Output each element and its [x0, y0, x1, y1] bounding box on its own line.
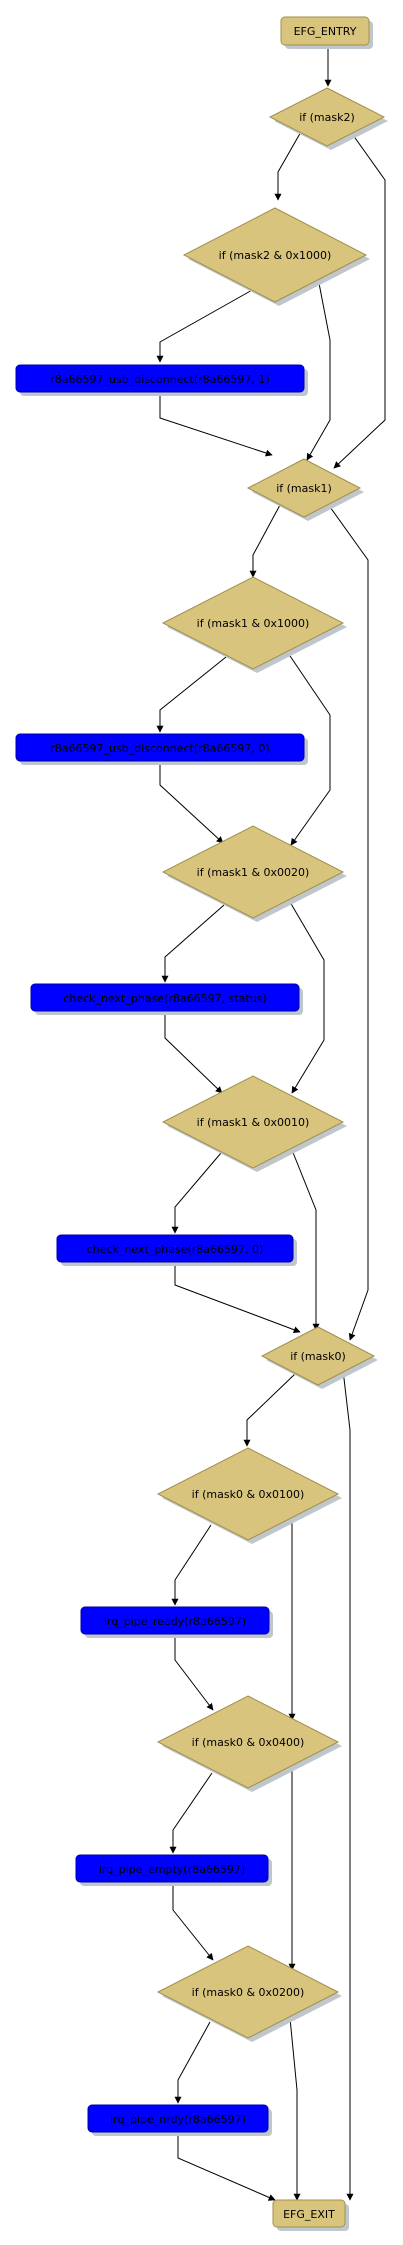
node-irq-pipe-ready-label: irq_pipe_ready(r8a66597)	[104, 1615, 246, 1628]
node-exit: EFG_EXIT	[272, 2199, 349, 2231]
node-exit-label: EFG_EXIT	[283, 2208, 335, 2221]
node-usb-disconnect-0[interactable]: r8a66597_usb_disconnect(r8a66597, 0)	[15, 733, 308, 765]
edge-check-0-to-mask0	[174, 1265, 301, 1334]
edge-check-status-to-mask1-0010	[164, 1013, 223, 1094]
edge-mask2-to-mask1	[333, 127, 386, 469]
node-if-mask2-label: if (mask2)	[299, 111, 355, 124]
edge-pipe-ready-to-mask0-0400	[174, 1636, 214, 1711]
node-check-next-phase-status-label: check_next_phase(r8a66597, status)	[63, 992, 266, 1005]
node-entry: EFG_ENTRY	[280, 16, 373, 49]
node-if-mask1-0010-label: if (mask1 & 0x0010)	[197, 1116, 310, 1129]
node-usb-disconnect-1[interactable]: r8a66597_usb_disconnect(r8a66597, 1)	[15, 364, 308, 396]
edge-pipe-empty-to-mask0-0200	[172, 1885, 214, 1961]
edge-mask1-to-mask0	[324, 499, 369, 1341]
node-if-mask2: if (mask2)	[268, 87, 388, 150]
edges	[156, 48, 386, 2201]
edge-disconnect0-to-mask1-0020	[159, 762, 224, 844]
node-if-mask1-0010: if (mask1 & 0x0010)	[161, 1075, 347, 1172]
edge-mask1-0010-to-mask0	[291, 1149, 320, 1331]
edge-mask1-1000-to-disconnect0	[156, 656, 227, 733]
node-if-mask1-0020-label: if (mask1 & 0x0020)	[197, 866, 310, 879]
node-irq-pipe-nrdy-label: irq_pipe_nrdy(r8a66597)	[110, 2113, 246, 2126]
edge-mask0-0200-to-exit	[289, 2017, 301, 2201]
edge-mask0-0200-to-pipe-nrdy	[174, 2021, 211, 2104]
node-if-mask0-label: if (mask0)	[290, 1350, 346, 1363]
node-if-mask1-1000-label: if (mask1 & 0x1000)	[197, 617, 310, 630]
node-check-next-phase-status[interactable]: check_next_phase(r8a66597, status)	[30, 983, 303, 1015]
node-irq-pipe-nrdy[interactable]: irq_pipe_nrdy(r8a66597)	[87, 2104, 272, 2136]
edge-mask1-to-mask1-1000	[249, 504, 281, 578]
edge-mask2-1000-to-mask1	[306, 277, 331, 461]
edge-mask2-to-mask2-1000	[274, 129, 303, 201]
node-if-mask0-0200-label: if (mask0 & 0x0200)	[192, 1986, 305, 1999]
node-usb-disconnect-1-label: r8a66597_usb_disconnect(r8a66597, 1)	[50, 373, 269, 386]
node-if-mask0-0400: if (mask0 & 0x0400)	[156, 1695, 342, 1792]
node-if-mask0-0100: if (mask0 & 0x0100)	[156, 1447, 342, 1544]
edge-mask0-0400-to-pipe-empty	[169, 1772, 213, 1854]
edge-mask1-0020-to-check-status	[161, 904, 225, 983]
node-if-mask1-label: if (mask1)	[276, 482, 332, 495]
nodes: EFG_ENTRY if (mask2) if (mask2 & 0x1000)…	[15, 16, 388, 2231]
node-if-mask0: if (mask0)	[260, 1326, 378, 1389]
edge-mask1-0020-to-mask1-0010	[289, 901, 325, 1094]
edge-pipe-nrdy-to-exit	[177, 2135, 276, 2201]
node-if-mask0-0100-label: if (mask0 & 0x0100)	[192, 1488, 305, 1501]
node-check-next-phase-0-label: check_next_phase(r8a66597, 0)	[87, 1243, 264, 1256]
node-if-mask2-1000-label: if (mask2 & 0x1000)	[219, 249, 332, 262]
node-if-mask1: if (mask1)	[246, 458, 364, 521]
node-if-mask2-1000: if (mask2 & 0x1000)	[182, 207, 370, 306]
edge-mask0-to-exit	[342, 1369, 354, 2201]
node-irq-pipe-empty[interactable]: irq_pipe_empty(r8a66597)	[75, 1854, 272, 1886]
node-entry-label: EFG_ENTRY	[294, 25, 357, 38]
node-usb-disconnect-0-label: r8a66597_usb_disconnect(r8a66597, 0)	[50, 742, 269, 755]
node-if-mask1-1000: if (mask1 & 0x1000)	[161, 576, 347, 673]
edge-mask0-0100-to-pipe-ready	[171, 1524, 212, 1606]
edge-mask2-1000-to-disconnect1	[156, 288, 255, 363]
edge-mask1-1000-to-mask1-0020	[287, 652, 331, 846]
edge-mask0-to-mask0-0100	[243, 1373, 296, 1447]
node-irq-pipe-ready[interactable]: irq_pipe_ready(r8a66597)	[80, 1606, 273, 1638]
node-irq-pipe-empty-label: irq_pipe_empty(r8a66597)	[99, 1863, 245, 1876]
edge-mask1-0010-to-check-0	[171, 1152, 222, 1234]
node-if-mask0-0400-label: if (mask0 & 0x0400)	[192, 1736, 305, 1749]
edge-disconnect1-to-mask1	[159, 394, 273, 457]
node-check-next-phase-0[interactable]: check_next_phase(r8a66597, 0)	[56, 1234, 297, 1266]
node-if-mask0-0200: if (mask0 & 0x0200)	[156, 1945, 342, 2042]
node-if-mask1-0020: if (mask1 & 0x0020)	[161, 825, 347, 922]
